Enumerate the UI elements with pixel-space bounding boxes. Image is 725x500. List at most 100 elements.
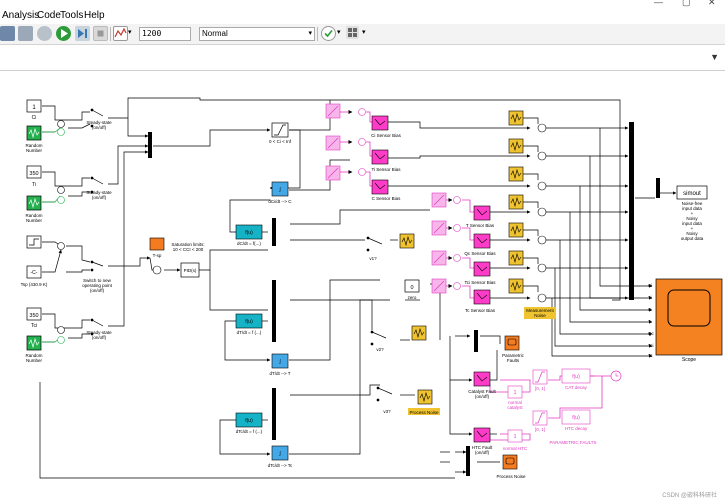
t-sensor-bias-switch[interactable] (473, 205, 491, 221)
minimize-icon[interactable]: — (654, 0, 663, 7)
process-noise-scope[interactable] (502, 454, 518, 470)
tci-constant-block[interactable] (26, 307, 42, 321)
grid-icon[interactable] (346, 26, 359, 39)
saturation-icon (274, 124, 286, 136)
model-advisor-icon[interactable] (321, 26, 336, 41)
sum-block[interactable] (537, 235, 547, 245)
sum-block[interactable] (358, 108, 366, 116)
htc-fault-switch[interactable] (473, 427, 491, 443)
tc-sensor-bias-switch[interactable] (473, 289, 491, 305)
sum-block[interactable] (537, 181, 547, 191)
maximize-icon[interactable]: ▢ (682, 0, 691, 7)
zero-constant-value: 0 (410, 285, 413, 291)
ti-constant-block[interactable] (26, 165, 42, 179)
sum-block[interactable] (57, 128, 65, 136)
menu-tools[interactable]: Tools (60, 10, 84, 21)
sum-block[interactable] (57, 242, 65, 250)
tci-sensor-bias-group: Tci Sensor Bias (431, 250, 496, 285)
chevron-down-icon[interactable]: ▾ (128, 29, 132, 36)
sum-block[interactable] (453, 282, 461, 290)
dtcdt-mux[interactable] (272, 388, 276, 440)
dtdt-function-block[interactable] (235, 313, 263, 329)
sum-block[interactable] (358, 168, 366, 176)
stop-time-input[interactable]: 1200 (139, 27, 191, 41)
sum-block[interactable] (57, 186, 65, 194)
sum-block[interactable] (57, 196, 65, 204)
sum-block[interactable] (537, 151, 547, 161)
normal-catalyst-constant[interactable] (507, 385, 523, 399)
t-sp-block[interactable] (149, 237, 165, 251)
simulation-mode-select[interactable]: Normal ▾ (199, 27, 315, 41)
dcdt-mux[interactable] (272, 218, 276, 246)
sum-block[interactable] (537, 123, 547, 133)
normal-htc-constant[interactable] (507, 429, 523, 443)
catalyst-fault-switch[interactable] (473, 371, 491, 387)
stop-icon[interactable] (93, 26, 108, 41)
library-browser-icon[interactable] (0, 26, 15, 41)
c-integrator-block[interactable] (271, 181, 289, 197)
dtcdt-function-block[interactable] (235, 412, 263, 428)
tc-integrator-block[interactable] (271, 445, 289, 461)
cat-decay-block[interactable] (561, 368, 591, 384)
input-mux[interactable] (148, 132, 152, 158)
step-forward-icon[interactable] (75, 26, 90, 41)
simout-mux[interactable] (656, 178, 660, 198)
ci-saturation-label: 0 < Ci < Inf (269, 139, 292, 144)
sum-block[interactable] (537, 207, 547, 217)
sum-block[interactable] (537, 293, 547, 303)
ci-sensor-bias-switch[interactable] (371, 115, 389, 131)
tsp-constant-block[interactable] (26, 265, 42, 279)
menu-analysis[interactable]: Analysis (2, 10, 40, 21)
sum-block[interactable] (453, 254, 461, 262)
sum-block[interactable] (537, 263, 547, 273)
signal-viewer-icon[interactable] (113, 26, 128, 41)
dcdt-function-block[interactable] (235, 224, 263, 240)
chevron-down-icon[interactable]: ▾ (362, 29, 366, 36)
noise-wave-icon (413, 327, 425, 339)
sum-block[interactable] (57, 326, 65, 334)
v1-switch[interactable] (366, 236, 383, 252)
run-icon[interactable] (56, 26, 71, 41)
sum-block[interactable] (57, 120, 65, 128)
c-sensor-bias-switch[interactable] (371, 179, 389, 195)
sum-block[interactable] (453, 196, 461, 204)
switch-icon (476, 374, 488, 382)
new-operating-point-switch[interactable] (90, 260, 104, 272)
menu-help[interactable]: Help (84, 10, 105, 21)
qc-sensor-bias-switch[interactable] (473, 233, 491, 249)
parametric-faults-block[interactable] (504, 335, 520, 351)
ci-constant-block[interactable] (26, 99, 42, 113)
step-back-icon[interactable] (37, 26, 52, 41)
error-sum-block[interactable] (152, 265, 162, 275)
v2-switch[interactable] (370, 330, 387, 346)
steady-state-switch-1[interactable] (90, 108, 104, 128)
v3-switch[interactable] (376, 386, 393, 402)
chevron-down-icon[interactable]: ▼ (710, 52, 719, 62)
dtdt-mux[interactable] (272, 280, 276, 342)
ti-sensor-bias-switch[interactable] (371, 149, 389, 165)
model-config-icon[interactable] (18, 26, 33, 41)
chevron-down-icon[interactable]: ▾ (337, 29, 341, 36)
menu-code[interactable]: Code (37, 10, 61, 21)
htc-decay-block[interactable] (561, 409, 591, 425)
tci-sensor-bias-switch[interactable] (473, 261, 491, 277)
steady-state-switch-3[interactable] (90, 318, 104, 336)
parametric-faults-mux[interactable] (474, 330, 478, 352)
simout-block[interactable] (676, 185, 708, 200)
pid-controller-block[interactable] (180, 262, 200, 278)
steady-state-switch-2[interactable] (90, 176, 104, 194)
output-mux[interactable] (629, 122, 634, 300)
zero-constant-block[interactable] (404, 279, 420, 293)
switch-icon (476, 292, 488, 300)
sum-block[interactable] (358, 138, 366, 146)
sum-block[interactable] (453, 224, 461, 232)
htc-saturation-label: [0, 1] (535, 427, 545, 432)
sum-block[interactable] (57, 336, 65, 344)
t-integrator-block[interactable] (271, 353, 289, 369)
close-icon[interactable]: ✕ (708, 0, 716, 7)
process-noise-mux[interactable] (466, 446, 470, 476)
ci-saturation-block[interactable] (271, 122, 289, 138)
